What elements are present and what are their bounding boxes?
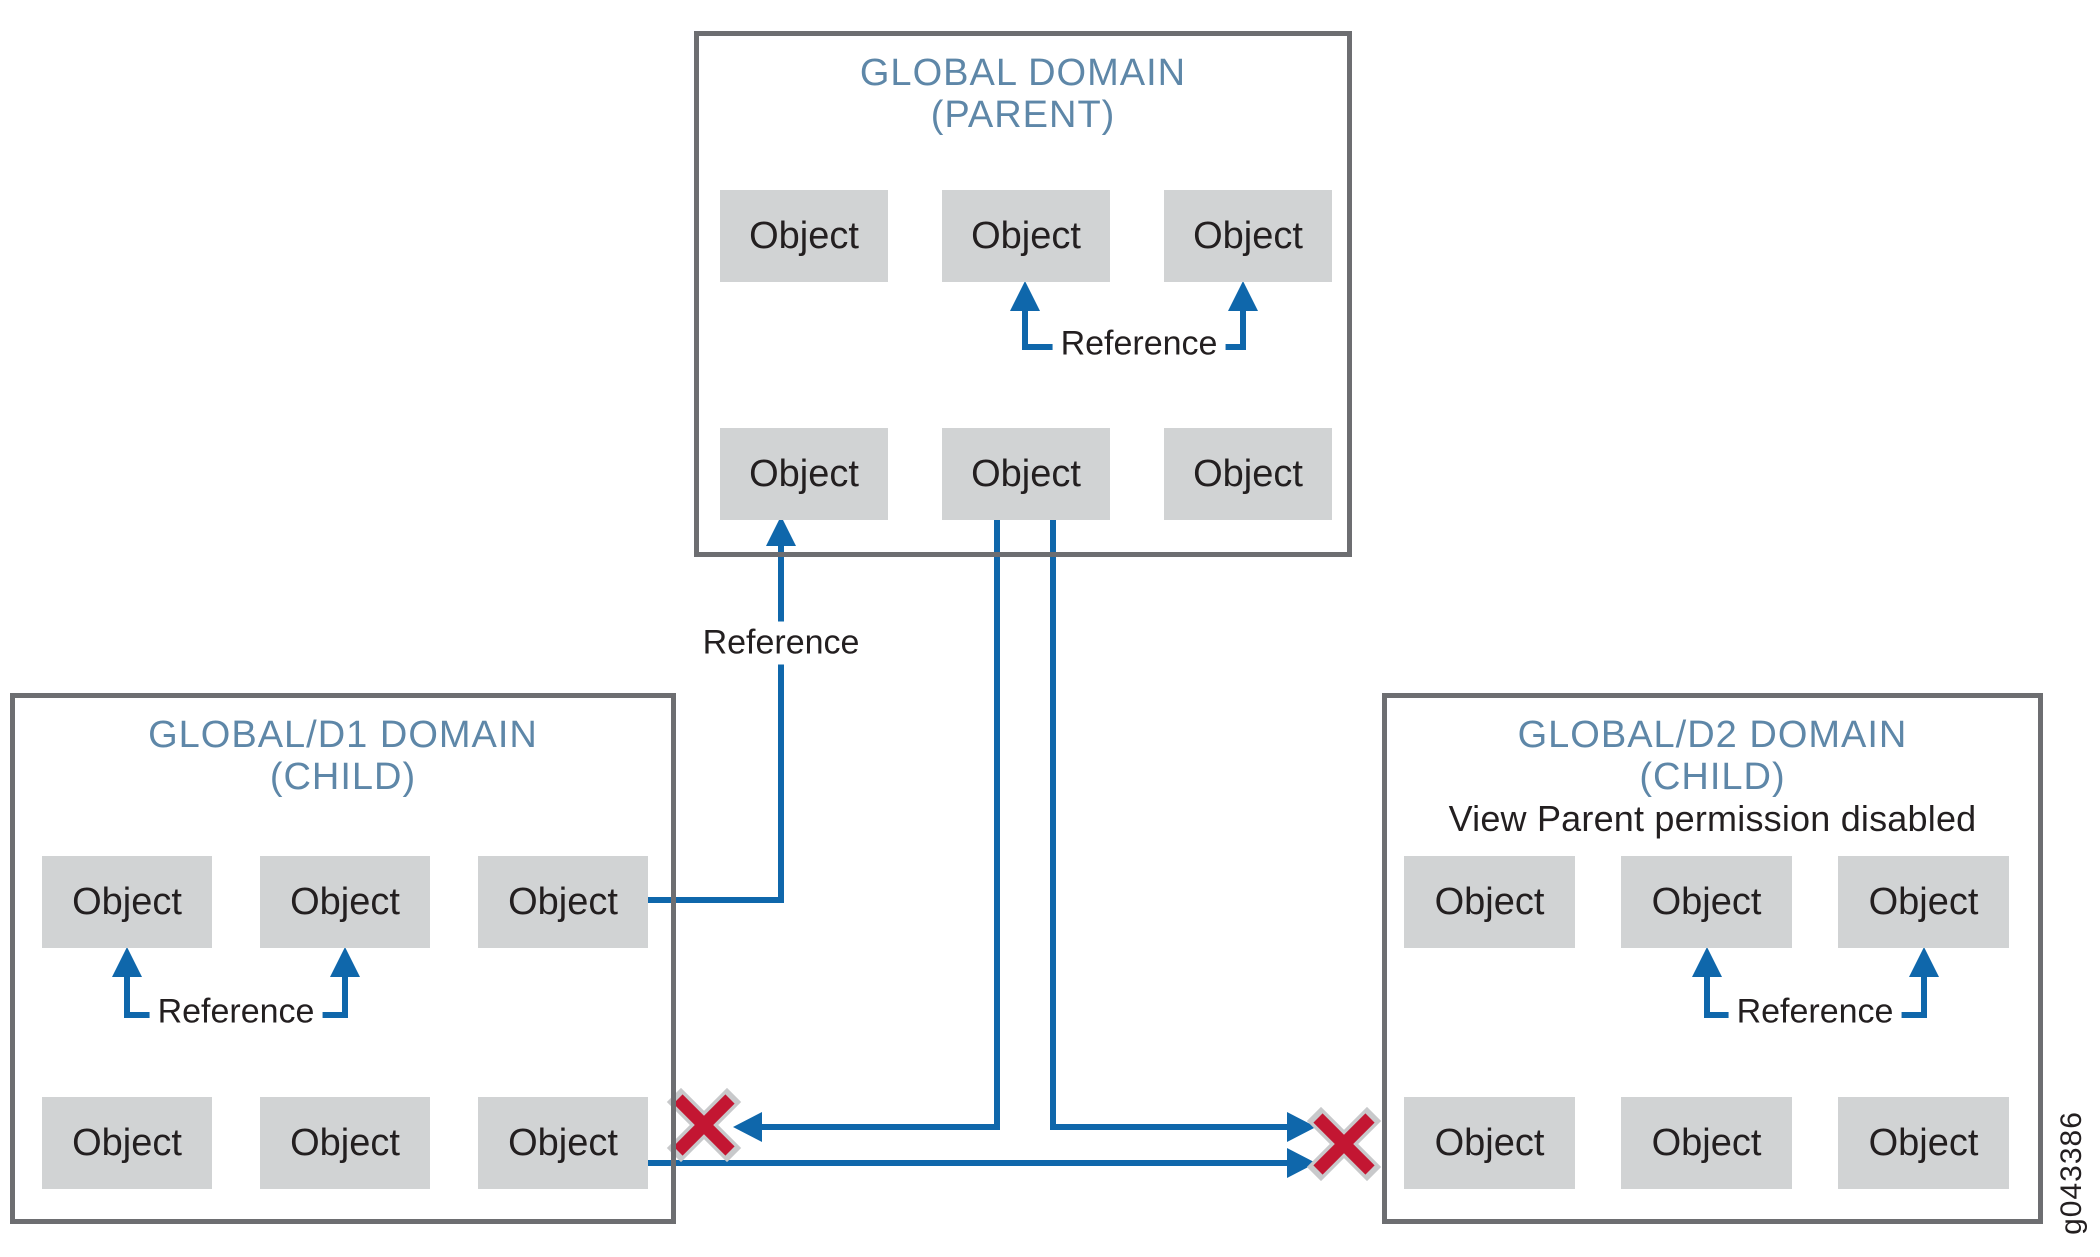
arrowhead-parent-internal-right (1228, 281, 1258, 311)
figure-id: g043386 (2055, 1111, 2088, 1235)
blocked-cross-icon-left (666, 1087, 742, 1163)
blocked-cross-icon-right (1306, 1106, 1382, 1182)
arrowhead-right-to-d2-cross-lower (1287, 1148, 1316, 1178)
child-d1-object-3: Object (478, 856, 648, 948)
child-d1-domain-title-line1: GLOBAL/D1 DOMAIN (148, 714, 538, 756)
parent-internal-reference-label: Reference (1052, 322, 1226, 366)
child-d1-object-1: Object (42, 856, 212, 948)
arrowhead-up-into-parent (766, 516, 796, 546)
arrowhead-right-to-d2-cross-upper (1287, 1112, 1316, 1142)
parent-domain-title-line2: (PARENT) (930, 94, 1116, 136)
child-d1-internal-reference-label: Reference (149, 990, 323, 1034)
arrowhead-left-to-d1-cross (733, 1112, 762, 1142)
arrowhead-d2-internal-left (1692, 947, 1722, 977)
child-d1-object-6: Object (478, 1097, 648, 1189)
child-d1-object-5: Object (260, 1097, 430, 1189)
child-d2-domain-title: GLOBAL/D2 DOMAIN (CHILD) View Parent per… (1382, 714, 2043, 840)
child-d2-object-6: Object (1838, 1097, 2009, 1189)
child-d2-object-5: Object (1621, 1097, 1792, 1189)
arrowhead-parent-internal-left (1010, 281, 1040, 311)
child-d2-domain-title-line2: (CHILD) (1639, 756, 1786, 798)
parent-object-5: Object (942, 428, 1110, 520)
child-d2-domain-box (1382, 693, 2043, 1224)
cross-domain-reference-label: Reference (694, 621, 868, 665)
parent-domain-box (694, 31, 1352, 557)
arrowhead-d1-internal-right (330, 947, 360, 977)
arrowhead-d1-internal-left (112, 947, 142, 977)
parent-object-3: Object (1164, 190, 1332, 282)
child-d2-object-1: Object (1404, 856, 1575, 948)
child-d2-object-4: Object (1404, 1097, 1575, 1189)
parent-domain-title-line1: GLOBAL DOMAIN (859, 52, 1187, 94)
child-d2-domain-title-line1: GLOBAL/D2 DOMAIN (1517, 714, 1908, 756)
child-d1-domain-title-line2: (CHILD) (269, 756, 417, 798)
parent-object-6: Object (1164, 428, 1332, 520)
child-d1-domain-box (10, 693, 676, 1224)
child-d2-domain-subtitle: View Parent permission disabled (1448, 798, 1977, 839)
reference-arrow-parent-to-d2-blocked (1050, 520, 1290, 1130)
parent-object-1: Object (720, 190, 888, 282)
parent-object-2: Object (942, 190, 1110, 282)
child-d1-domain-title: GLOBAL/D1 DOMAIN (CHILD) (10, 714, 676, 798)
reference-arrow-parent-to-d1-blocked (760, 520, 1000, 1130)
child-d2-object-2: Object (1621, 856, 1792, 948)
child-d2-object-3: Object (1838, 856, 2009, 948)
child-d2-internal-reference-label: Reference (1728, 990, 1902, 1034)
child-d1-object-2: Object (260, 856, 430, 948)
child-d1-object-4: Object (42, 1097, 212, 1189)
parent-object-4: Object (720, 428, 888, 520)
parent-domain-title: GLOBAL DOMAIN (PARENT) (694, 52, 1352, 136)
arrowhead-d2-internal-right (1909, 947, 1939, 977)
